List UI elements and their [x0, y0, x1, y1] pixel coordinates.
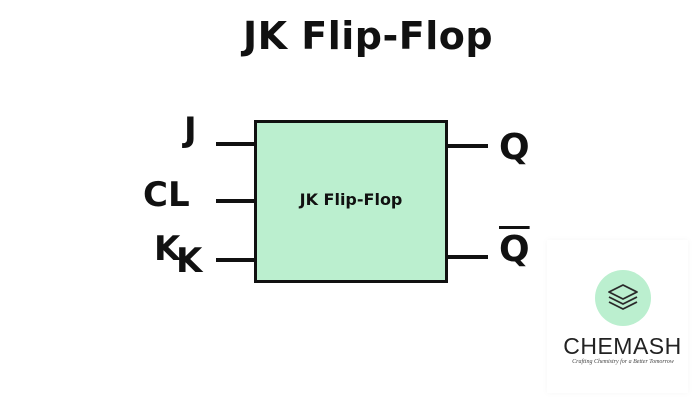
flip-flop-block-label: JK Flip-Flop [299, 190, 403, 209]
j-input-wire [216, 142, 256, 146]
qbar-output-wire [446, 255, 488, 259]
k-input-label: K [154, 229, 181, 269]
logo-tagline: Crafting Chemistry for a Better Tomorrow [572, 359, 674, 365]
k-input-wire [216, 258, 256, 262]
diagram-title: JK Flip-Flop [242, 14, 494, 58]
stacked-layers-icon [608, 284, 638, 310]
clock-input-label: CL [143, 175, 190, 215]
q-output-wire [446, 144, 488, 148]
logo-name: CHEMASH [563, 333, 682, 359]
flip-flop-block [254, 120, 448, 283]
cl-input-wire [216, 199, 256, 203]
k-input-label-duplicate: K [176, 241, 203, 281]
q-output-label: Q [499, 127, 530, 168]
j-input-label: J [184, 110, 197, 150]
q-bar-output-label: Q [499, 229, 530, 270]
